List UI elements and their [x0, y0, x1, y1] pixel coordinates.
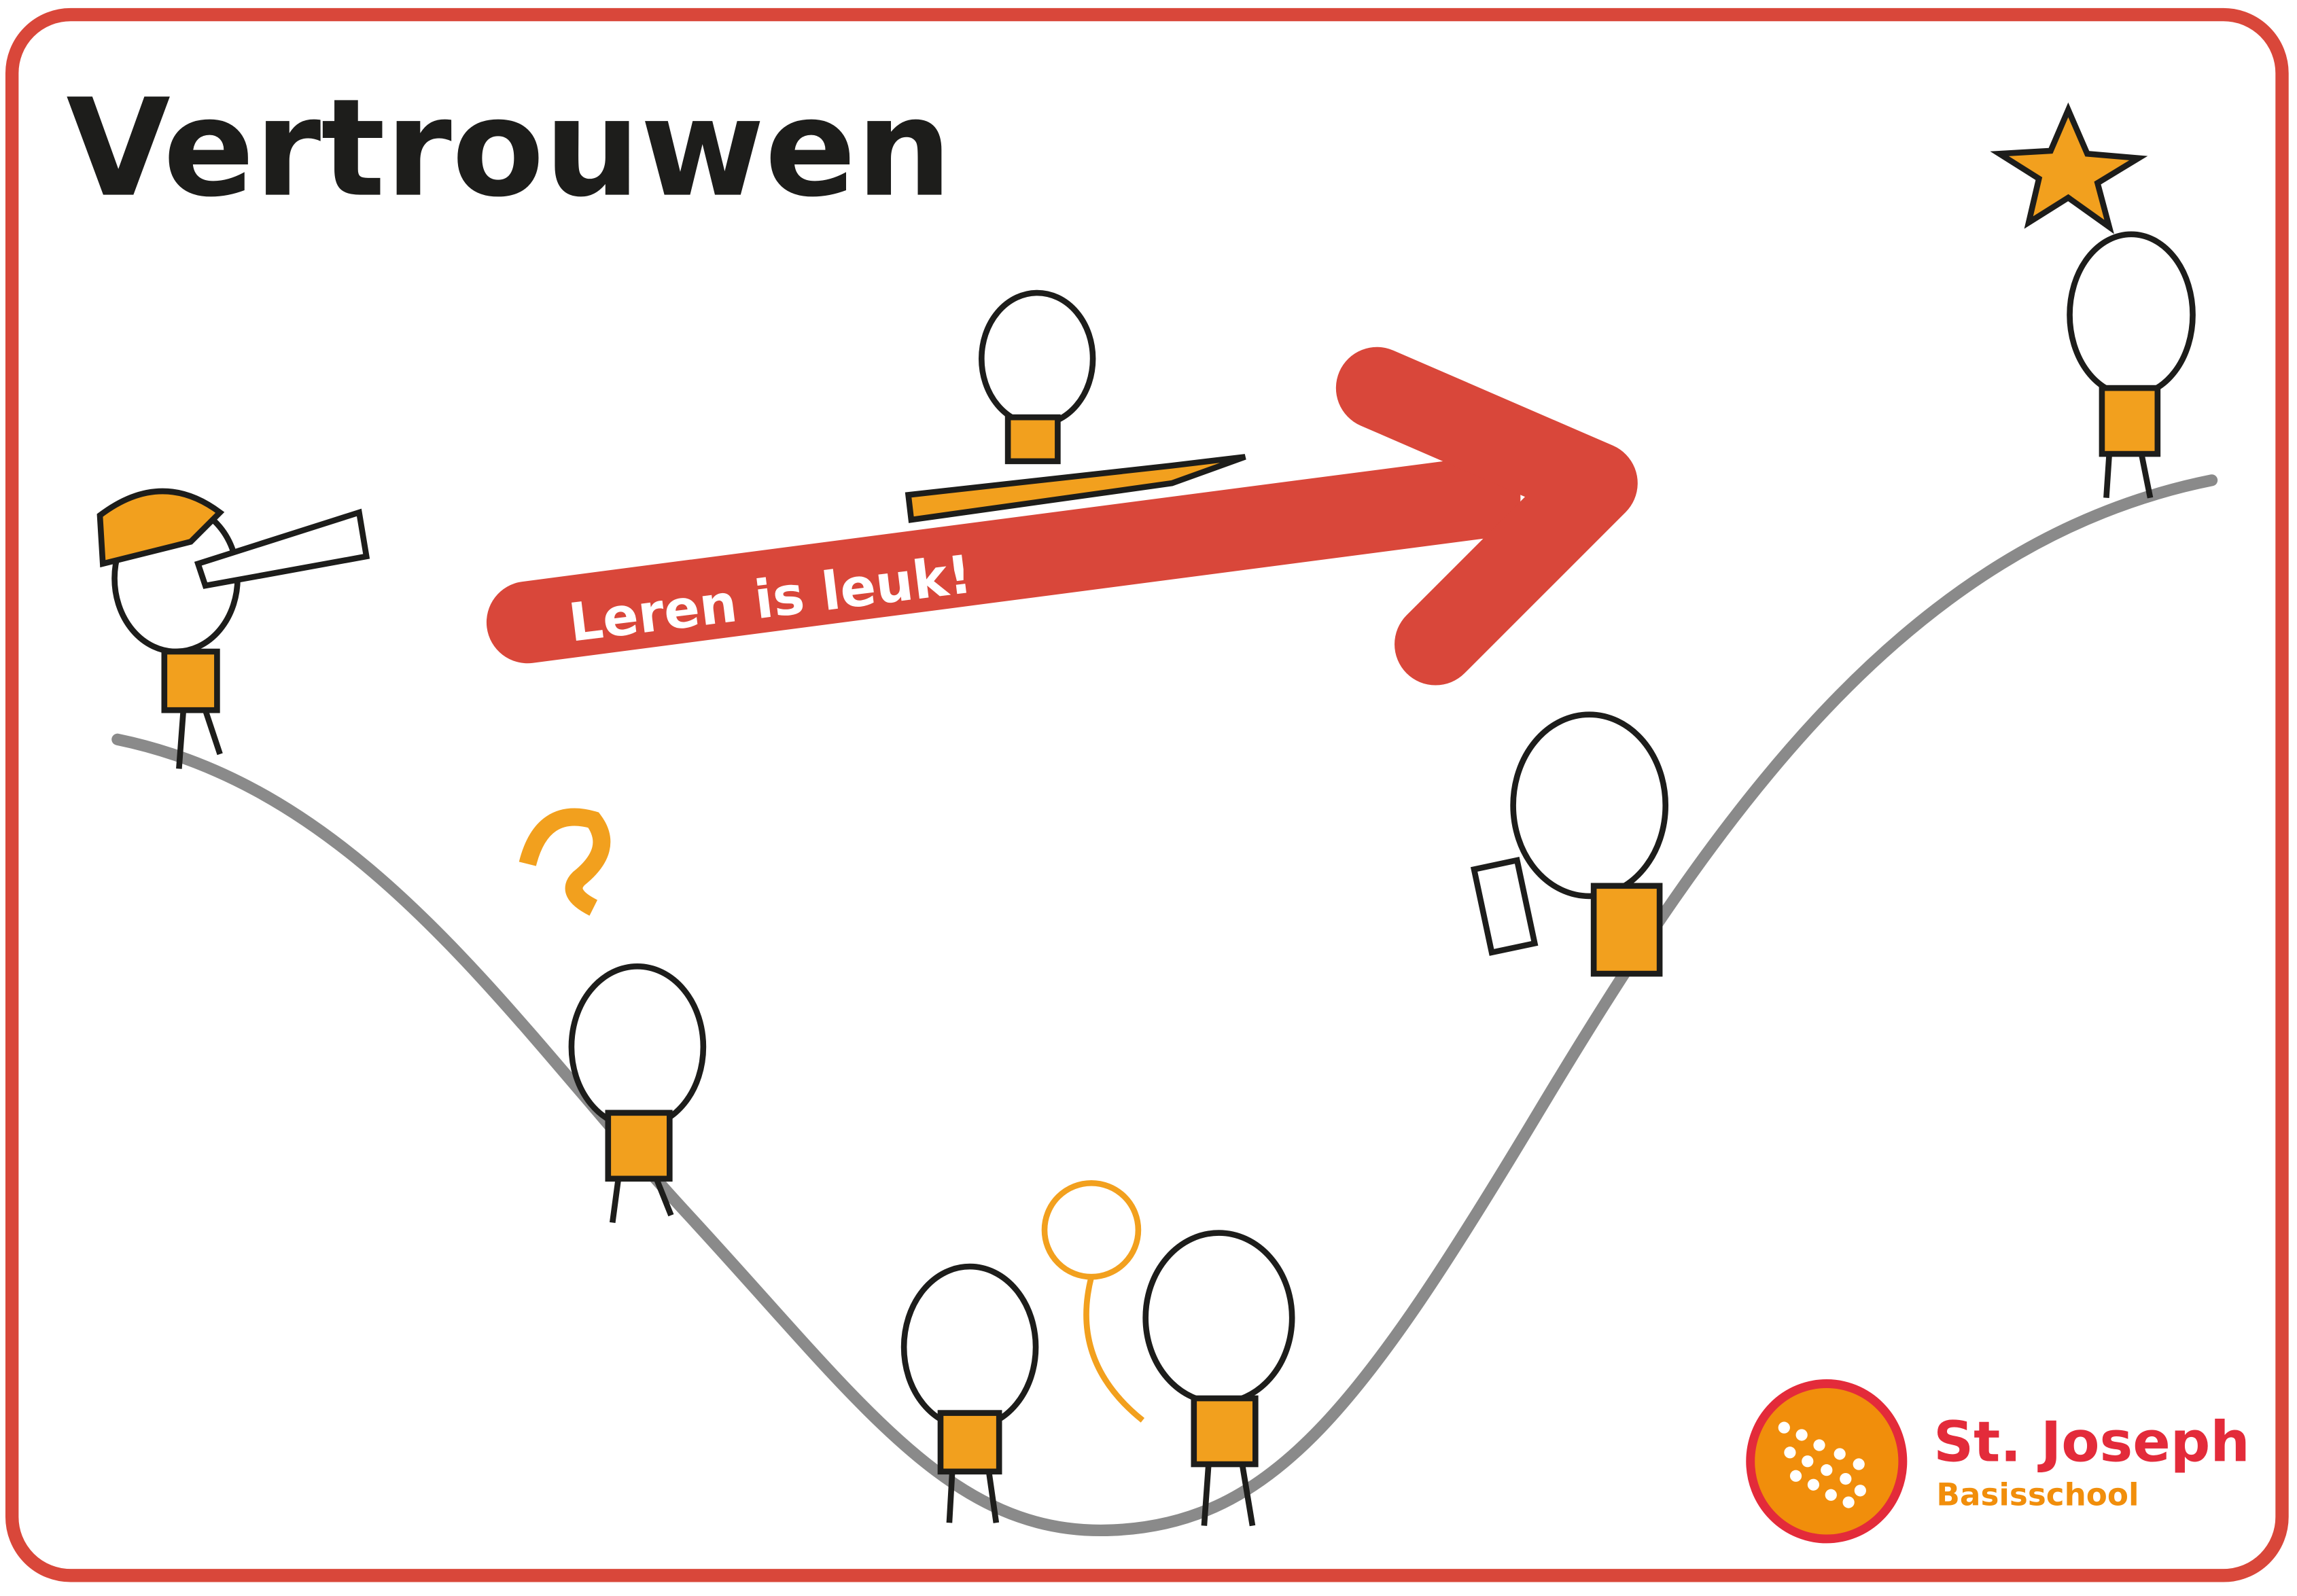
valley-curve	[111, 474, 2218, 1537]
school-logo: St. Joseph Basisschool	[1746, 1379, 2250, 1544]
logo-dots	[1778, 1421, 1866, 1508]
figure-pair-lightbulb	[900, 1180, 1295, 1527]
progress-arrow	[486, 347, 1638, 686]
figure-tablet	[1470, 711, 1669, 977]
logo-subtitle: Basisschool	[1936, 1476, 2139, 1512]
logo-name: St. Joseph	[1933, 1411, 2250, 1475]
frame-border	[5, 7, 2289, 1582]
figure-question	[519, 808, 707, 1224]
logo-emblem	[1746, 1379, 1908, 1544]
figure-pencil-rider	[905, 289, 1246, 523]
figure-star	[1990, 102, 2196, 499]
figure-telescope	[97, 488, 370, 769]
page-title: Vertrouwen	[66, 70, 951, 227]
